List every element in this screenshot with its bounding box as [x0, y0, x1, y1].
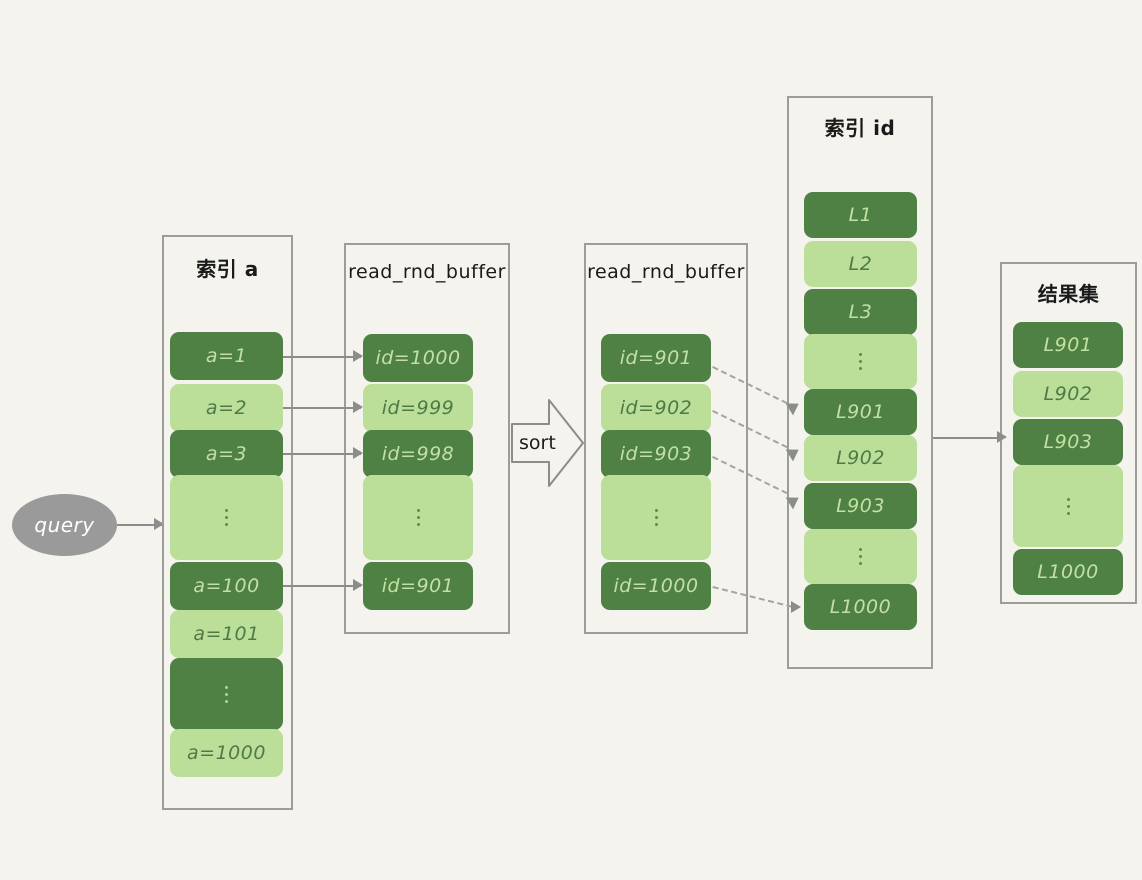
- query-node-label: query: [34, 513, 95, 537]
- panel-index-id-title: 索引 id: [824, 116, 896, 140]
- ellipsis-glyph: [859, 548, 862, 565]
- cell-index-id-5[interactable]: L902: [804, 435, 917, 481]
- connector-a100-to-id901: [283, 585, 361, 587]
- cell-rrb1-3[interactable]: [363, 475, 473, 560]
- cell-label: id=999: [381, 397, 455, 419]
- ellipsis-glyph: [1066, 497, 1070, 515]
- cell-index-id-0[interactable]: L1: [804, 192, 917, 238]
- cell-index-id-2[interactable]: L3: [804, 289, 917, 335]
- cell-label: L901: [836, 401, 885, 423]
- cell-label: L1: [848, 204, 873, 226]
- cell-rrb2-1[interactable]: id=902: [601, 384, 711, 432]
- arrowhead-index-id-to-result-set: [997, 431, 1007, 443]
- cell-label: L902: [836, 447, 885, 469]
- cell-label: L903: [836, 495, 885, 517]
- connector-a3-to-id998: [283, 453, 361, 455]
- cell-label: a=2: [205, 397, 248, 419]
- ellipsis-glyph: [859, 353, 862, 370]
- cell-rrb1-2[interactable]: id=998: [363, 430, 473, 478]
- ellipsis-glyph: [225, 509, 228, 526]
- cell-index-a-7[interactable]: a=1000: [170, 729, 283, 777]
- cell-result-0[interactable]: L901: [1013, 322, 1123, 368]
- cell-result-3[interactable]: [1013, 465, 1123, 547]
- cell-rrb1-4[interactable]: id=901: [363, 562, 473, 610]
- cell-rrb1-0[interactable]: id=1000: [363, 334, 473, 382]
- cell-label: id=901: [619, 347, 693, 369]
- panel-result-set-title: 结果集: [1037, 282, 1100, 306]
- cell-index-a-2[interactable]: a=3: [170, 430, 283, 478]
- cell-label: a=1: [205, 345, 248, 367]
- cell-rrb1-1[interactable]: id=999: [363, 384, 473, 432]
- cell-label: id=1000: [375, 347, 461, 369]
- cell-rrb2-4[interactable]: id=1000: [601, 562, 711, 610]
- cell-label: id=1000: [613, 575, 699, 597]
- cell-index-id-8[interactable]: L1000: [804, 584, 917, 630]
- cell-label: id=998: [381, 443, 455, 465]
- arrowhead-a100-to-id901: [353, 579, 363, 591]
- cell-label: L902: [1043, 383, 1093, 405]
- ellipsis-glyph: [416, 509, 420, 526]
- cell-result-2[interactable]: L903: [1013, 419, 1123, 465]
- cell-index-a-1[interactable]: a=2: [170, 384, 283, 432]
- cell-rrb2-0[interactable]: id=901: [601, 334, 711, 382]
- arrowhead-a2-to-id999: [353, 401, 363, 413]
- cell-result-1[interactable]: L902: [1013, 371, 1123, 417]
- cell-label: id=902: [619, 397, 693, 419]
- cell-label: L2: [848, 253, 873, 275]
- cell-label: id=901: [381, 575, 455, 597]
- cell-label: L901: [1043, 334, 1093, 356]
- cell-index-a-0[interactable]: a=1: [170, 332, 283, 380]
- sort-arrow: [511, 398, 585, 488]
- cell-index-id-6[interactable]: L903: [804, 483, 917, 529]
- cell-result-4[interactable]: L1000: [1013, 549, 1123, 595]
- sort-arrow-shape: [511, 399, 584, 487]
- cell-index-id-3[interactable]: [804, 334, 917, 389]
- connector-index-id-to-result-set: [933, 437, 1003, 439]
- cell-index-id-7[interactable]: [804, 529, 917, 584]
- cell-label: id=903: [619, 443, 693, 465]
- connector-a2-to-id999: [283, 407, 361, 409]
- sort-arrow-label: sort: [519, 432, 556, 454]
- cell-label: L903: [1043, 431, 1093, 453]
- cell-label: a=100: [193, 575, 260, 597]
- ellipsis-glyph: [225, 685, 228, 703]
- cell-rrb2-2[interactable]: id=903: [601, 430, 711, 478]
- arrowhead-a3-to-id998: [353, 447, 363, 459]
- panel-read-rnd-buffer-1-title: read_rnd_buffer: [348, 261, 506, 283]
- cell-index-a-5[interactable]: a=101: [170, 610, 283, 658]
- cell-rrb2-3[interactable]: [601, 475, 711, 560]
- arrowhead-query-to-index-a: [154, 518, 164, 530]
- connector-query-to-index-a: [117, 524, 162, 526]
- cell-index-a-6[interactable]: [170, 658, 283, 730]
- cell-index-id-4[interactable]: L901: [804, 389, 917, 435]
- ellipsis-glyph: [654, 509, 658, 526]
- arrowhead-id1000-to-L1000: [791, 601, 801, 613]
- panel-read-rnd-buffer-2-title: read_rnd_buffer: [587, 261, 745, 283]
- cell-label: a=3: [205, 443, 248, 465]
- cell-label: a=101: [193, 623, 260, 645]
- cell-label: L3: [848, 301, 873, 323]
- cell-index-a-4[interactable]: a=100: [170, 562, 283, 610]
- cell-index-id-1[interactable]: L2: [804, 241, 917, 287]
- cell-label: L1000: [1037, 561, 1099, 583]
- cell-index-a-3[interactable]: [170, 475, 283, 560]
- connector-a1-to-id1000: [283, 356, 361, 358]
- panel-index-a-title: 索引 a: [196, 257, 259, 281]
- query-node[interactable]: query: [12, 494, 117, 556]
- arrowhead-a1-to-id1000: [353, 350, 363, 362]
- cell-label: L1000: [829, 596, 892, 618]
- cell-label: a=1000: [187, 742, 266, 764]
